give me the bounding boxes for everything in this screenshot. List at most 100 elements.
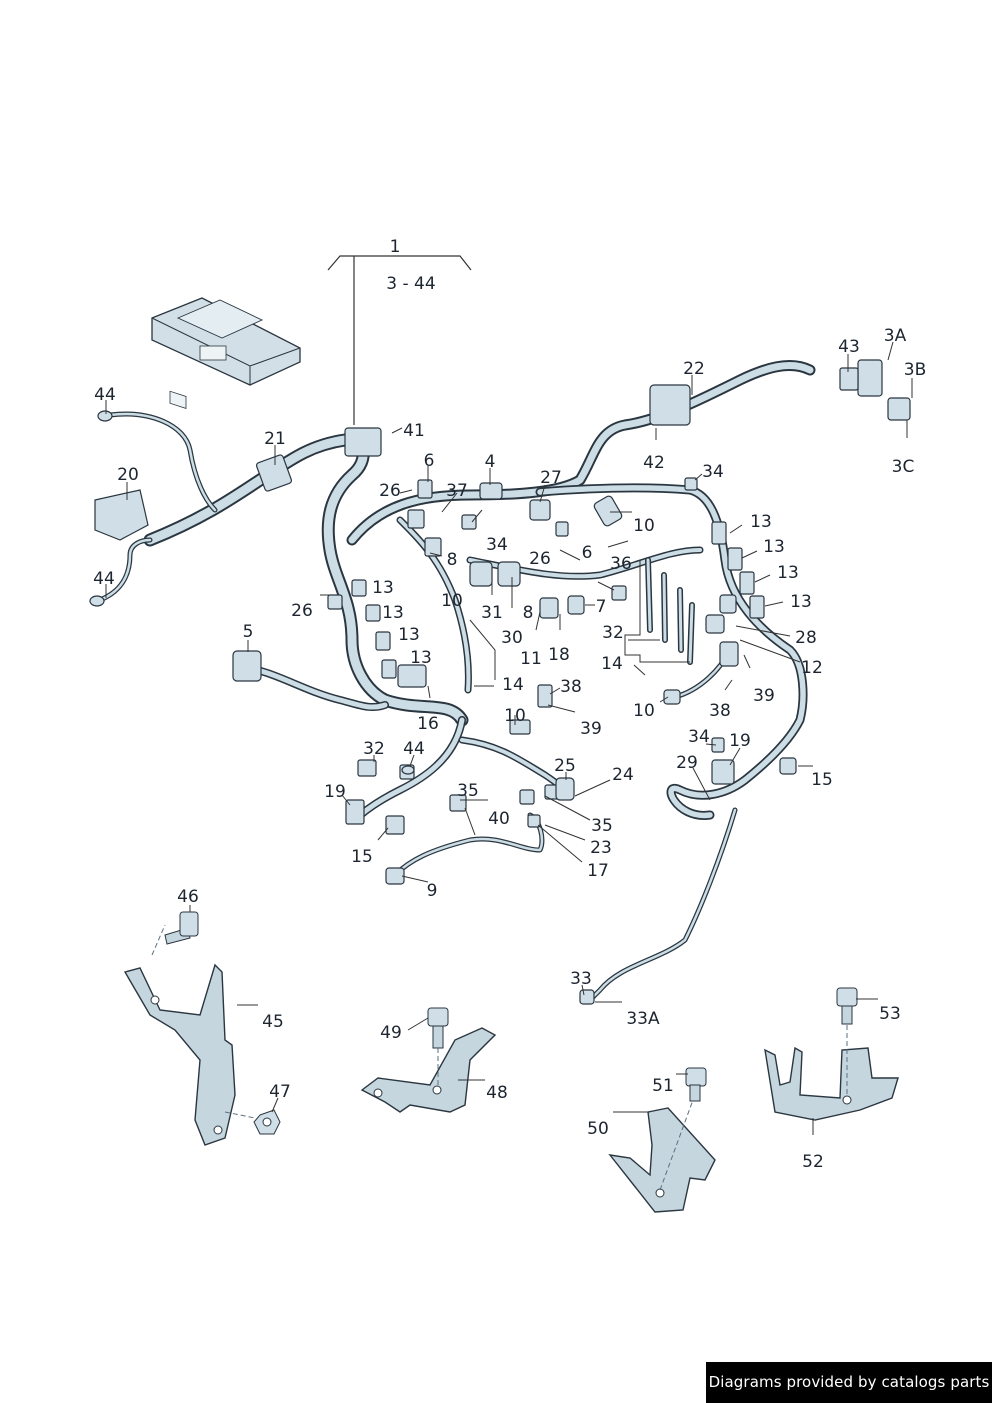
bracket-45 bbox=[123, 924, 236, 1146]
callout-28: 28 bbox=[795, 628, 817, 648]
callout-13-a: 13 bbox=[750, 512, 772, 532]
callout-26-mid: 26 bbox=[529, 549, 551, 569]
callout-7: 7 bbox=[596, 597, 607, 617]
callout-36: 36 bbox=[610, 554, 632, 574]
callout-16: 16 bbox=[417, 714, 439, 734]
callout-26-top: 26 bbox=[379, 481, 401, 501]
group-number: 1 bbox=[390, 237, 401, 257]
callout-26-left: 26 bbox=[291, 601, 313, 621]
callout-15-left: 15 bbox=[351, 847, 373, 867]
callout-13-f: 13 bbox=[382, 603, 404, 623]
callout-13-c: 13 bbox=[777, 563, 799, 583]
callout-30: 30 bbox=[501, 628, 523, 648]
earth-terminals bbox=[89, 410, 415, 775]
callout-9: 9 bbox=[427, 881, 438, 901]
callout-3C: 3C bbox=[892, 457, 915, 477]
callout-34-mid: 34 bbox=[486, 535, 508, 555]
callout-11: 11 bbox=[520, 649, 542, 669]
callout-19-left: 19 bbox=[324, 782, 346, 802]
callout-4: 4 bbox=[485, 452, 496, 472]
callout-31: 31 bbox=[481, 603, 503, 623]
callout-46: 46 bbox=[177, 887, 199, 907]
callout-10-b: 10 bbox=[441, 591, 463, 611]
bolt-46 bbox=[164, 911, 199, 945]
callout-17: 17 bbox=[587, 861, 609, 881]
callout-29: 29 bbox=[676, 753, 698, 773]
callout-44-left: 44 bbox=[93, 569, 115, 589]
callout-8-b: 8 bbox=[523, 603, 534, 623]
callout-14-left: 14 bbox=[502, 675, 524, 695]
group-bracket-1 bbox=[327, 255, 472, 425]
callout-52: 52 bbox=[802, 1152, 824, 1172]
callout-39-right: 39 bbox=[753, 686, 775, 706]
group-range: 3 - 44 bbox=[386, 274, 435, 294]
callout-53: 53 bbox=[879, 1004, 901, 1024]
callout-3A: 3A bbox=[884, 326, 907, 346]
callout-18: 18 bbox=[548, 645, 570, 665]
callout-51: 51 bbox=[652, 1076, 674, 1096]
callout-27: 27 bbox=[540, 468, 562, 488]
callout-8-a: 8 bbox=[447, 550, 458, 570]
callout-39-mid: 39 bbox=[580, 719, 602, 739]
callout-44-mid: 44 bbox=[403, 739, 425, 759]
callout-12: 12 bbox=[801, 658, 823, 678]
callout-41: 41 bbox=[403, 421, 425, 441]
callout-15-right: 15 bbox=[811, 770, 833, 790]
bolt-49 bbox=[427, 1007, 449, 1085]
callout-23: 23 bbox=[590, 838, 612, 858]
callout-25: 25 bbox=[554, 756, 576, 776]
callout-19-right: 19 bbox=[729, 731, 751, 751]
callout-37: 37 bbox=[446, 481, 468, 501]
callout-13-b: 13 bbox=[763, 537, 785, 557]
callout-13-d: 13 bbox=[790, 592, 812, 612]
callout-33: 33 bbox=[570, 969, 592, 989]
callout-32-right: 32 bbox=[602, 623, 624, 643]
main-harness bbox=[97, 359, 816, 1003]
callout-48: 48 bbox=[486, 1083, 508, 1103]
bracket-50 bbox=[608, 1099, 716, 1213]
callout-40: 40 bbox=[488, 809, 510, 829]
callout-42: 42 bbox=[643, 453, 665, 473]
callout-34-right: 34 bbox=[688, 727, 710, 747]
callout-3B: 3B bbox=[904, 360, 926, 380]
leader-lines bbox=[105, 341, 913, 1135]
bracket-52 bbox=[764, 1025, 899, 1121]
callout-6-top: 6 bbox=[424, 451, 435, 471]
callout-45: 45 bbox=[262, 1012, 284, 1032]
connectors bbox=[94, 359, 911, 1005]
callout-44-top: 44 bbox=[94, 385, 116, 405]
callout-49: 49 bbox=[380, 1023, 402, 1043]
attribution-banner: Diagrams provided by catalogs parts bbox=[706, 1362, 992, 1403]
callout-numbers: 41 21 20 44 44 22 43 3A 3B 3C 42 6 4 27 … bbox=[93, 326, 926, 1172]
callout-20: 20 bbox=[117, 465, 139, 485]
nut-47 bbox=[224, 1109, 281, 1135]
callout-50: 50 bbox=[587, 1119, 609, 1139]
callout-38-right: 38 bbox=[709, 701, 731, 721]
bolt-51 bbox=[685, 1067, 707, 1102]
callout-35-right: 35 bbox=[591, 816, 613, 836]
bolt-53 bbox=[836, 987, 858, 1025]
callout-10-a: 10 bbox=[633, 516, 655, 536]
callout-10-d: 10 bbox=[504, 706, 526, 726]
bracket-48 bbox=[360, 1027, 497, 1113]
callout-13-g: 13 bbox=[398, 625, 420, 645]
callout-32-left: 32 bbox=[363, 739, 385, 759]
callout-5: 5 bbox=[243, 622, 254, 642]
callout-10-c: 10 bbox=[633, 701, 655, 721]
callout-14-right: 14 bbox=[601, 654, 623, 674]
callout-21: 21 bbox=[264, 429, 286, 449]
callout-34-top: 34 bbox=[702, 462, 724, 482]
callout-13-h: 13 bbox=[410, 648, 432, 668]
callout-6-mid: 6 bbox=[582, 543, 593, 563]
callout-38-mid: 38 bbox=[560, 677, 582, 697]
control-unit bbox=[151, 297, 301, 409]
coil-leads bbox=[645, 557, 695, 665]
callout-22: 22 bbox=[683, 359, 705, 379]
callout-47: 47 bbox=[269, 1082, 291, 1102]
callout-35-left: 35 bbox=[457, 781, 479, 801]
callout-33A: 33A bbox=[626, 1009, 660, 1029]
callout-13-e: 13 bbox=[372, 578, 394, 598]
callout-24: 24 bbox=[612, 765, 634, 785]
callout-43: 43 bbox=[838, 337, 860, 357]
